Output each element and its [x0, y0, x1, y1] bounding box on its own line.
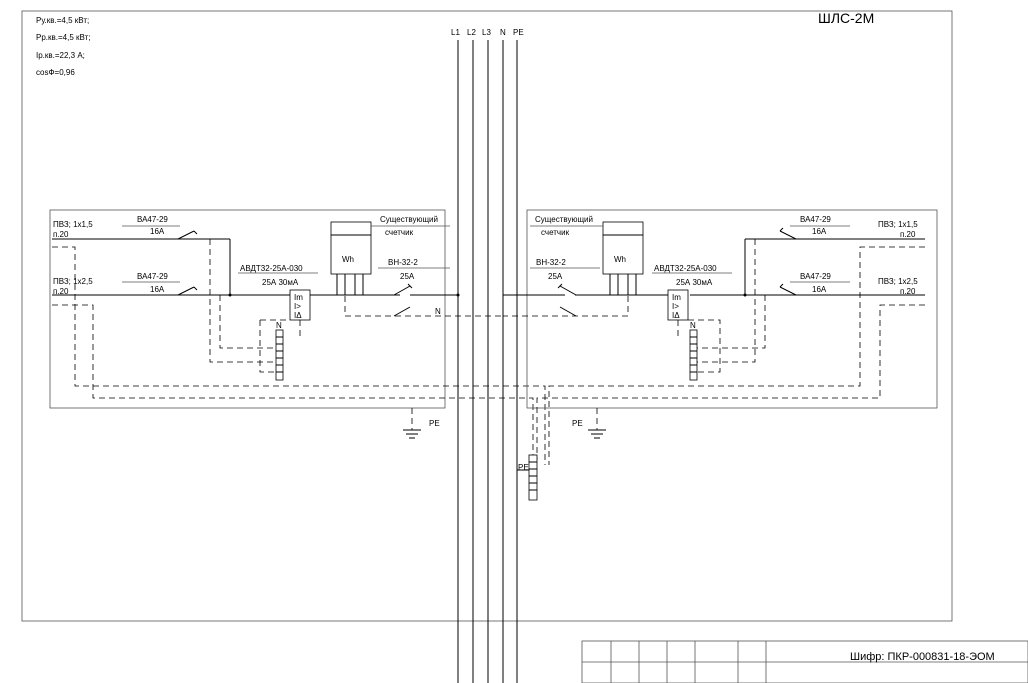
- left-ground: PE: [403, 408, 440, 439]
- svg-text:ВА47-29: ВА47-29: [137, 272, 168, 281]
- svg-text:ВН-32-2: ВН-32-2: [388, 258, 418, 267]
- param-cos-phi: cosФ=0,96: [36, 68, 75, 77]
- right-ground: PE: [572, 408, 606, 439]
- svg-text:ВА47-29: ВА47-29: [137, 215, 168, 224]
- right-switch: ВН-32-2 25А: [530, 258, 600, 317]
- svg-text:25А 30мА: 25А 30мА: [262, 278, 299, 287]
- bus-lines: [457, 40, 518, 683]
- svg-text:25А: 25А: [400, 272, 415, 281]
- left-meter: Wh Существующий счетчик: [330, 215, 450, 295]
- left-breaker-2: ВА47-29 16А: [122, 272, 198, 296]
- param-calc-power: Рр.кв.=4,5 кВт;: [36, 33, 90, 42]
- svg-text:Im: Im: [294, 293, 303, 302]
- bus-label-pe: PE: [513, 28, 524, 37]
- svg-text:ВА47-29: ВА47-29: [800, 272, 831, 281]
- right-rcd: АВДТ32-25А-030 25А 30мА Im I> IΔ: [652, 264, 732, 321]
- svg-text:I>: I>: [294, 302, 301, 311]
- right-breaker-1: ВА47-29 16А: [779, 215, 850, 240]
- right-cable-2-sub: п.20: [900, 287, 916, 296]
- left-cable-1-sub: п.20: [53, 230, 69, 239]
- svg-text:АВДТ32-25А-030: АВДТ32-25А-030: [654, 264, 717, 273]
- svg-text:I>: I>: [672, 302, 679, 311]
- title-block: [581, 640, 1028, 683]
- svg-text:N: N: [690, 321, 696, 330]
- svg-text:счетчик: счетчик: [541, 228, 570, 237]
- param-installed-power: Ру.кв.=4,5 кВт;: [36, 16, 89, 25]
- left-switch: ВН-32-2 25А: [378, 258, 450, 317]
- pe-terminal-block: PE: [517, 454, 538, 501]
- drawing-frame: [21, 10, 953, 622]
- svg-text:PE: PE: [518, 463, 529, 472]
- right-meter: Wh Существующий счетчик: [530, 215, 644, 295]
- param-calc-current: Iр.кв.=22,3 А;: [36, 51, 85, 60]
- svg-text:16А: 16А: [812, 285, 827, 294]
- svg-text:N: N: [276, 321, 282, 330]
- svg-text:Существующий: Существующий: [380, 215, 438, 224]
- right-cable-1-label: ПВЗ; 1x1,5: [878, 220, 918, 229]
- svg-text:PE: PE: [429, 419, 440, 428]
- right-cable-2-label: ПВЗ; 1x2,5: [878, 277, 918, 286]
- svg-text:25А 30мА: 25А 30мА: [676, 278, 713, 287]
- left-apartment-panel: [49, 209, 446, 409]
- right-apartment-panel: [526, 209, 938, 409]
- svg-text:16А: 16А: [150, 285, 165, 294]
- svg-text:IΔ: IΔ: [294, 311, 302, 320]
- bus-label-l3: L3: [482, 28, 491, 37]
- svg-text:ВН-32-2: ВН-32-2: [536, 258, 566, 267]
- document-code: Шифр: ПКР-000831-18-ЭОМ: [850, 651, 995, 663]
- left-cable-2-label: ПВЗ; 1x2,5: [53, 277, 93, 286]
- left-breaker-1: ВА47-29 16А: [122, 215, 198, 240]
- right-breaker-2: ВА47-29 16А: [779, 272, 850, 296]
- left-neutral-wiring: N N: [52, 239, 546, 465]
- svg-text:16А: 16А: [150, 227, 165, 236]
- svg-text:16А: 16А: [812, 227, 827, 236]
- svg-text:25А: 25А: [548, 272, 563, 281]
- right-cable-1-sub: п.20: [900, 230, 916, 239]
- svg-text:N: N: [435, 307, 441, 316]
- svg-text:Wh: Wh: [614, 255, 626, 264]
- svg-text:PE: PE: [572, 419, 583, 428]
- panel-title: ШЛС-2М: [818, 10, 874, 26]
- svg-text:IΔ: IΔ: [672, 311, 680, 320]
- right-neutral-wiring: N: [503, 239, 925, 465]
- left-cable-1-label: ПВЗ; 1x1,5: [53, 220, 93, 229]
- bus-label-l1: L1: [451, 28, 460, 37]
- bus-label-l2: L2: [467, 28, 476, 37]
- svg-text:Wh: Wh: [342, 255, 354, 264]
- svg-text:АВДТ32-25А-030: АВДТ32-25А-030: [240, 264, 303, 273]
- svg-text:Существующий: Существующий: [535, 215, 593, 224]
- svg-text:ВА47-29: ВА47-29: [800, 215, 831, 224]
- bus-label-n: N: [500, 28, 506, 37]
- left-cable-2-sub: п.20: [53, 287, 69, 296]
- left-rcd: АВДТ32-25А-030 25А 30мА Im I> IΔ: [238, 264, 318, 321]
- svg-text:счетчик: счетчик: [385, 228, 414, 237]
- svg-text:Im: Im: [672, 293, 681, 302]
